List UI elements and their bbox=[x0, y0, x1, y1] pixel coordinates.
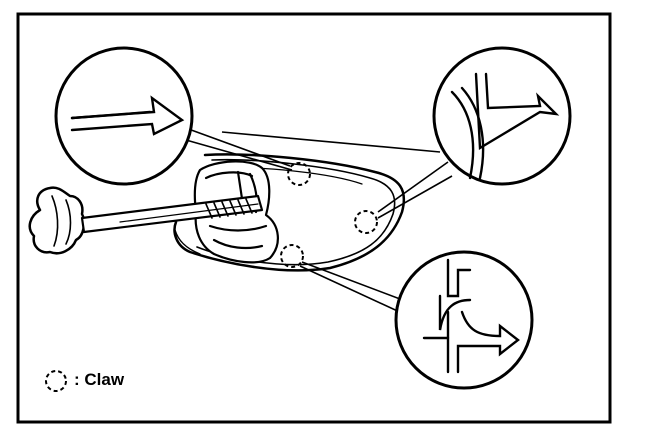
claw-markers bbox=[280, 162, 378, 268]
leader-lines bbox=[182, 126, 453, 315]
claw-marker-bottom bbox=[280, 244, 304, 268]
screwdriver-shaft bbox=[80, 194, 264, 234]
tape-wrap bbox=[205, 198, 253, 219]
claw-marker-top bbox=[287, 162, 311, 186]
detail-circle-top-right bbox=[432, 46, 572, 186]
legend-dashed-circle-icon bbox=[45, 370, 67, 392]
screwdriver bbox=[28, 186, 264, 255]
legend-claw-label: : Claw bbox=[74, 370, 125, 389]
claw-marker-right bbox=[354, 210, 378, 234]
detail-circle-bottom-right bbox=[394, 250, 534, 390]
diagram-frame bbox=[16, 12, 612, 424]
detail-circle-top-left bbox=[54, 46, 194, 186]
